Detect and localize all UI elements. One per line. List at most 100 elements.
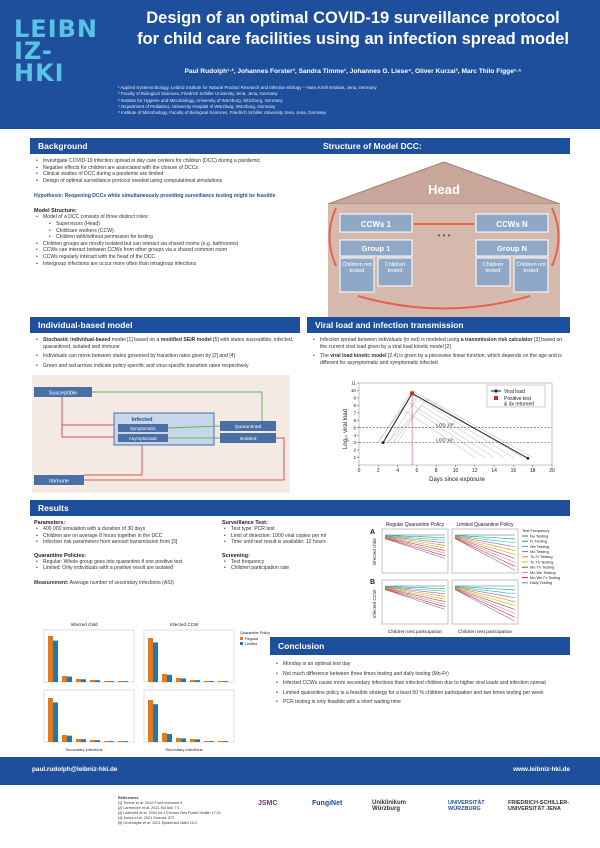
- x-tick-label: 16: [511, 468, 517, 474]
- state-box: [118, 434, 168, 442]
- asi-series-line: [454, 535, 516, 544]
- asi-series-line: [384, 586, 446, 595]
- results-section: Results Parameters: 400 000 simulation w…: [30, 500, 570, 755]
- list-item: Test frequency: [222, 559, 372, 566]
- state-label: Symptomatic: [130, 426, 157, 431]
- list-item: CCWs regularly interact with the head of…: [34, 254, 314, 261]
- asi-series-line: [384, 588, 446, 605]
- asi-panel: [451, 579, 519, 625]
- asi-series-line: [454, 588, 516, 618]
- state-box: [34, 387, 92, 397]
- hist-bar: [62, 735, 67, 742]
- asi-series-line: [384, 587, 446, 597]
- state-label: Susceptible: [49, 391, 77, 397]
- list-item: Children groups are mostly isolated but …: [34, 241, 314, 248]
- list-item: Test type: PCR test: [222, 526, 372, 533]
- asi-line-charts: Regular Quarantine Policy Limited Quaran…: [370, 522, 560, 635]
- list-item: Stochastic individual-based model [1] ba…: [34, 337, 296, 350]
- hist-bar: [195, 680, 200, 682]
- background-trajectory: [397, 410, 485, 458]
- ccw-box: [475, 213, 549, 233]
- asi-series-line: [384, 588, 446, 608]
- hist-bar: [148, 638, 153, 682]
- header-divider: [0, 125, 600, 129]
- hist-bar: [118, 681, 123, 682]
- x-tick-label: 20: [549, 468, 555, 474]
- asi-series: [381, 528, 519, 625]
- list-item: Design of optimal surveillance protocol …: [34, 178, 314, 185]
- hist-bar: [76, 739, 81, 742]
- hist-bar: [176, 738, 181, 742]
- children-not-tested-box: [339, 257, 375, 293]
- hist-bar: [109, 681, 114, 682]
- state-label: Immune: [49, 479, 69, 485]
- hist-bar: [162, 674, 167, 682]
- list-item: Limited: Only individuals with a positiv…: [34, 565, 214, 572]
- histogram-bars: [43, 629, 235, 743]
- screening-title: Screening:: [222, 552, 250, 559]
- hist-bar: [53, 702, 58, 742]
- groupn-label: Group N: [497, 244, 527, 253]
- hist-legend-label: Limited: [245, 642, 257, 646]
- x-tick-label: 6: [416, 468, 419, 474]
- hist-bar: [167, 674, 172, 682]
- freq-legend-title: Test Frequency: [522, 528, 549, 533]
- list-item: Intergroup infections are occur more oft…: [34, 261, 314, 268]
- asi-series-line: [384, 586, 446, 589]
- legend-label: We Testing: [530, 544, 549, 549]
- asi-series-line: [384, 587, 446, 600]
- conclusion-section: Conclusion Monday is an optimal test day…: [270, 637, 570, 755]
- hist-bar: [95, 740, 100, 742]
- hist-panel: [43, 689, 135, 743]
- section-heading: Results: [30, 500, 570, 516]
- hist-bar: [204, 741, 209, 742]
- y-tick-label: 3: [353, 440, 356, 445]
- hist-title: Infected CCW: [170, 622, 199, 627]
- hist-panel: [43, 629, 135, 683]
- x-tick-label: 2: [377, 468, 380, 474]
- group-box: [475, 239, 549, 257]
- asi-series-line: [454, 537, 516, 563]
- y-tick-label: 11: [351, 381, 356, 386]
- transition-arrow: [84, 445, 143, 476]
- website-link[interactable]: www.leibniz-hki.de: [513, 766, 570, 773]
- reference-list: References [1] Timme et al. 2019 Front I…: [118, 796, 221, 825]
- section-heading: Background: [30, 138, 315, 154]
- author-list: Paul Rudolph¹·², Johannes Forster³, Sand…: [184, 68, 522, 75]
- interaction-arrow: [328, 207, 337, 267]
- list-item: Negative effects for children are associ…: [34, 165, 314, 172]
- asi-series-line: [454, 588, 516, 610]
- background-trajectory: [392, 404, 504, 458]
- list-item: Limit of detection: 1000 viral copies pe…: [222, 533, 372, 540]
- hist-bar: [176, 678, 181, 682]
- hist-bar: [81, 679, 86, 682]
- background-section: Background Investigate COVID-19 infectio…: [30, 138, 315, 334]
- hist-bar: [67, 735, 72, 742]
- transition-arrow: [167, 425, 221, 429]
- x-tick-label: 14: [491, 468, 497, 474]
- params-title: Parameters:: [34, 520, 66, 526]
- footer-band: [0, 757, 600, 785]
- contact-email[interactable]: paul.rudolph@leibniz-hki.de: [32, 766, 118, 773]
- hist-bar: [181, 678, 186, 682]
- affiliation-list: ¹ Applied Systems Biology, Leibniz Insti…: [118, 85, 377, 116]
- hist-bar: [190, 739, 195, 742]
- hist-bar: [204, 681, 209, 682]
- x-axis-label: Days since exposure: [429, 477, 485, 483]
- hist-bar: [90, 740, 95, 742]
- x-tick-label: 8: [435, 468, 438, 474]
- asi-series-line: [384, 537, 446, 554]
- hist-bar: [223, 741, 228, 742]
- asi-series-line: [454, 538, 516, 571]
- state-box: [34, 475, 84, 485]
- hist-bar: [153, 642, 158, 682]
- uni-jena-logo: FRIEDRICH-SCHILLER-UNIVERSITÄT JENA: [508, 800, 570, 812]
- legend-label: Daily Testing: [530, 580, 552, 585]
- interaction-arrow: [551, 207, 560, 267]
- legend-label: Viral load: [504, 389, 525, 395]
- section-heading: Conclusion: [270, 637, 570, 655]
- ccw-box: [339, 213, 413, 233]
- state-label: Infected: [131, 417, 152, 423]
